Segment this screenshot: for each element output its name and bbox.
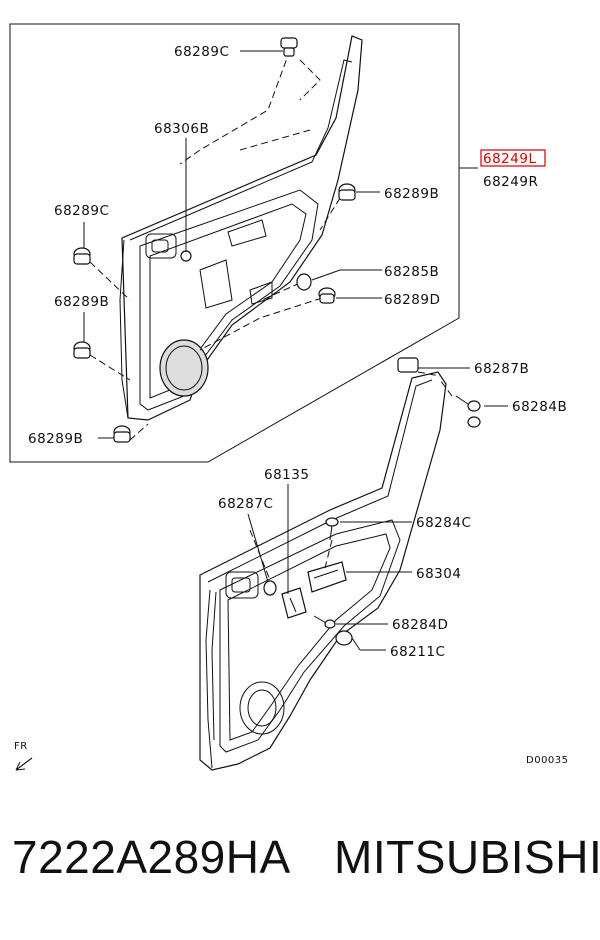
label-68289b-left: 68289B <box>54 294 109 310</box>
label-68289b-right: 68289B <box>384 186 439 202</box>
pin-68306b <box>180 250 192 262</box>
screw-68284c <box>325 517 339 541</box>
label-68306b: 68306B <box>154 121 209 137</box>
label-68284d: 68284D <box>392 617 448 633</box>
label-68289c-left: 68289C <box>54 203 109 219</box>
screw-68284b <box>455 395 481 428</box>
clip-68289b-left <box>73 341 91 359</box>
diagram-code: D00035 <box>526 755 569 766</box>
fr-label: FR <box>14 741 28 752</box>
footer: 7222A289HA MITSUBISHI <box>0 830 600 910</box>
label-68284b: 68284B <box>512 399 567 415</box>
label-68211c: 68211C <box>390 644 445 660</box>
clip-68289b-right <box>338 183 356 201</box>
brand-name: MITSUBISHI <box>334 831 600 883</box>
label-68249l: 68249L <box>483 151 536 167</box>
door-trim-panel-upper <box>119 35 363 421</box>
clip-68287c <box>263 580 277 596</box>
cap-68211c <box>335 630 353 646</box>
label-68284c: 68284C <box>416 515 471 531</box>
label-68285b: 68285B <box>384 264 439 280</box>
speaker-grille <box>159 339 209 397</box>
front-direction-indicator: FR <box>14 741 33 771</box>
clip-68289d <box>318 287 336 304</box>
label-68287c: 68287C <box>218 496 273 512</box>
part-number: 7222A289HA <box>12 831 291 883</box>
label-68289b-bottom: 68289B <box>28 431 83 447</box>
pad-68285b <box>296 273 312 291</box>
clip-68289c-left <box>73 247 91 265</box>
parts-diagram: 68289C 68306B 68249L 68249R 68289B 68289… <box>9 23 569 771</box>
highlight-box-68249l <box>480 149 546 167</box>
label-68249r: 68249R <box>483 174 538 190</box>
clip-68287b <box>397 357 419 373</box>
bracket-68135 <box>281 587 307 619</box>
label-68135: 68135 <box>264 467 309 483</box>
clip-68289b-bottom <box>113 425 131 443</box>
assembly-frame <box>9 23 460 463</box>
screw-68284d <box>313 615 336 629</box>
label-68304: 68304 <box>416 566 461 582</box>
label-68287b: 68287B <box>474 361 529 377</box>
clip-68289c-top <box>280 37 298 57</box>
handle-68304 <box>307 561 347 593</box>
label-68289c-top: 68289C <box>174 44 229 60</box>
label-68289d: 68289D <box>384 292 440 308</box>
